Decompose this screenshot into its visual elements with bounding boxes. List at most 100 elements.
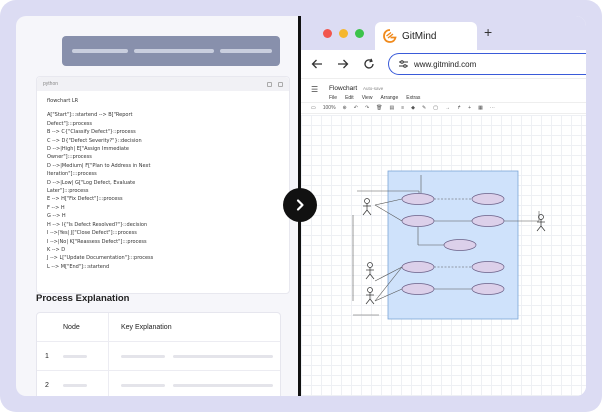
use-case[interactable]	[471, 261, 505, 273]
actor-icon[interactable]	[365, 262, 375, 280]
row-node-number: 1	[45, 352, 49, 360]
use-case[interactable]	[471, 193, 505, 205]
use-case[interactable]	[443, 239, 477, 251]
browser-tab[interactable]: GitMind	[375, 22, 477, 50]
zoom-in-icon[interactable]: ⊕	[342, 105, 347, 111]
more-icon[interactable]: ⋯	[489, 105, 495, 111]
actor-icon[interactable]	[536, 214, 546, 232]
download-icon[interactable]	[278, 81, 283, 87]
close-window-button[interactable]	[323, 29, 332, 38]
code-line: J --> L["Update Documentation"]:::proces…	[47, 255, 154, 262]
placeholder-line	[121, 354, 165, 358]
use-case[interactable]	[471, 283, 505, 295]
actor-icon[interactable]	[365, 287, 375, 305]
waypoint-icon[interactable]: ↱	[456, 105, 462, 111]
menu-item-file[interactable]: File	[329, 95, 338, 101]
row-explanation	[109, 371, 280, 396]
format-icon[interactable]: ▤	[389, 105, 395, 111]
site-settings-icon[interactable]	[399, 60, 408, 68]
user-prompt-bubble	[62, 36, 280, 66]
use-case[interactable]	[401, 193, 435, 205]
code-line: B --> C{"Classify Defect"}::process	[47, 129, 136, 136]
code-line: Iteration"]:::process	[47, 171, 97, 178]
code-line: D -->|Low| G["Log Defect, Evaluate	[47, 179, 136, 186]
menu-bar: File Edit View Arrange Extras	[329, 95, 420, 101]
placeholder-line	[173, 354, 273, 358]
menu-item-view[interactable]: View	[361, 95, 373, 101]
diagram-canvas[interactable]	[301, 115, 586, 396]
code-line: L --> M["End"]:::startend	[47, 263, 110, 270]
minimize-window-button[interactable]	[339, 29, 348, 38]
placeholder-line	[62, 354, 87, 358]
table-row: 1	[37, 342, 280, 371]
header-node: Node	[37, 313, 109, 341]
code-line: flowchart LR	[47, 98, 79, 104]
app-menu-icon[interactable]: ☰	[311, 85, 319, 94]
prompt-placeholder-line	[220, 49, 272, 53]
table-icon[interactable]: ▦	[478, 105, 483, 111]
zoom-level[interactable]: 100%	[322, 105, 336, 111]
row-explanation	[109, 342, 280, 370]
code-line: F --> H	[47, 204, 65, 211]
menu-item-arrange[interactable]: Arrange	[380, 95, 399, 101]
line-color-icon[interactable]: ✎	[422, 105, 427, 111]
connector-icon[interactable]: →	[444, 105, 450, 111]
back-arrow-icon[interactable]	[311, 58, 323, 70]
code-line: H --> I{"Is Defect Resolved?"}::decision	[47, 221, 148, 228]
reload-icon[interactable]	[363, 58, 375, 70]
explanation-table: Node Key Explanation 1 2	[36, 312, 281, 396]
fill-icon[interactable]: ◆	[411, 105, 416, 111]
code-line: A["Start"]:::startend --> B["Report	[47, 112, 133, 119]
maximize-window-button[interactable]	[355, 29, 364, 38]
header-key-explanation: Key Explanation	[121, 323, 172, 331]
forward-arrow-icon[interactable]	[337, 58, 349, 70]
gitmind-logo-icon	[383, 29, 397, 43]
document-title[interactable]: Flowchart	[329, 85, 358, 92]
tab-title: GitMind	[402, 30, 437, 42]
row-node: 1	[37, 342, 109, 370]
use-case[interactable]	[401, 283, 435, 295]
code-line: Owner"]:::process	[47, 154, 92, 161]
table-header-row: Node Key Explanation	[37, 313, 280, 342]
placeholder-line	[62, 384, 87, 387]
chevron-right-icon	[296, 199, 304, 211]
use-case[interactable]	[401, 215, 435, 227]
actor-icon[interactable]	[362, 198, 372, 216]
row-node-number: 2	[45, 382, 49, 389]
next-arrow-button[interactable]	[283, 188, 317, 222]
prompt-placeholder-line	[134, 49, 214, 53]
editor-toolbar: ▭ 100% ⊕ ↶ ↷ 🗑 ▤ ≡ ◆ ✎ ▢ → ↱ + ▦ ⋯	[301, 102, 586, 114]
use-case[interactable]	[471, 215, 505, 227]
copy-icon[interactable]	[267, 81, 272, 87]
undo-icon[interactable]: ↶	[353, 105, 358, 111]
new-tab-button[interactable]: +	[484, 24, 493, 40]
code-line: G --> H	[47, 213, 66, 220]
section-title: Process Explanation	[36, 293, 130, 304]
page-icon[interactable]: ▭	[311, 105, 316, 111]
delete-icon[interactable]: 🗑	[376, 105, 383, 111]
shadow-icon[interactable]: ▢	[433, 105, 438, 111]
table-row: 2	[37, 371, 280, 396]
code-line: E --> H["Fix Defect"]:::process	[47, 196, 123, 203]
code-line: I -->|No| K["Reassess Defect"]:::process	[47, 238, 147, 245]
code-line: C --> D{"Defect Severity?"}::decision	[47, 137, 142, 144]
redo-icon[interactable]: ↷	[364, 105, 370, 111]
menu-item-extras[interactable]: Extras	[406, 95, 421, 101]
tab-bar: GitMind +	[301, 16, 586, 50]
address-bar[interactable]: www.gitmind.com	[388, 53, 586, 75]
placeholder-line	[173, 384, 273, 387]
placeholder-line	[121, 384, 165, 387]
code-line: Later"]:::process	[47, 188, 89, 195]
code-language-label: python	[43, 81, 59, 87]
menu-item-edit[interactable]: Edit	[345, 95, 354, 101]
code-line: D -->|High| E["Assign Immediate	[47, 146, 130, 153]
code-line: Defect"]:::process	[47, 120, 92, 127]
insert-icon[interactable]: +	[468, 105, 472, 111]
align-icon[interactable]: ≡	[401, 105, 405, 111]
navigation-bar: www.gitmind.com	[301, 50, 586, 78]
use-case[interactable]	[401, 261, 435, 273]
url-text: www.gitmind.com	[414, 59, 477, 69]
